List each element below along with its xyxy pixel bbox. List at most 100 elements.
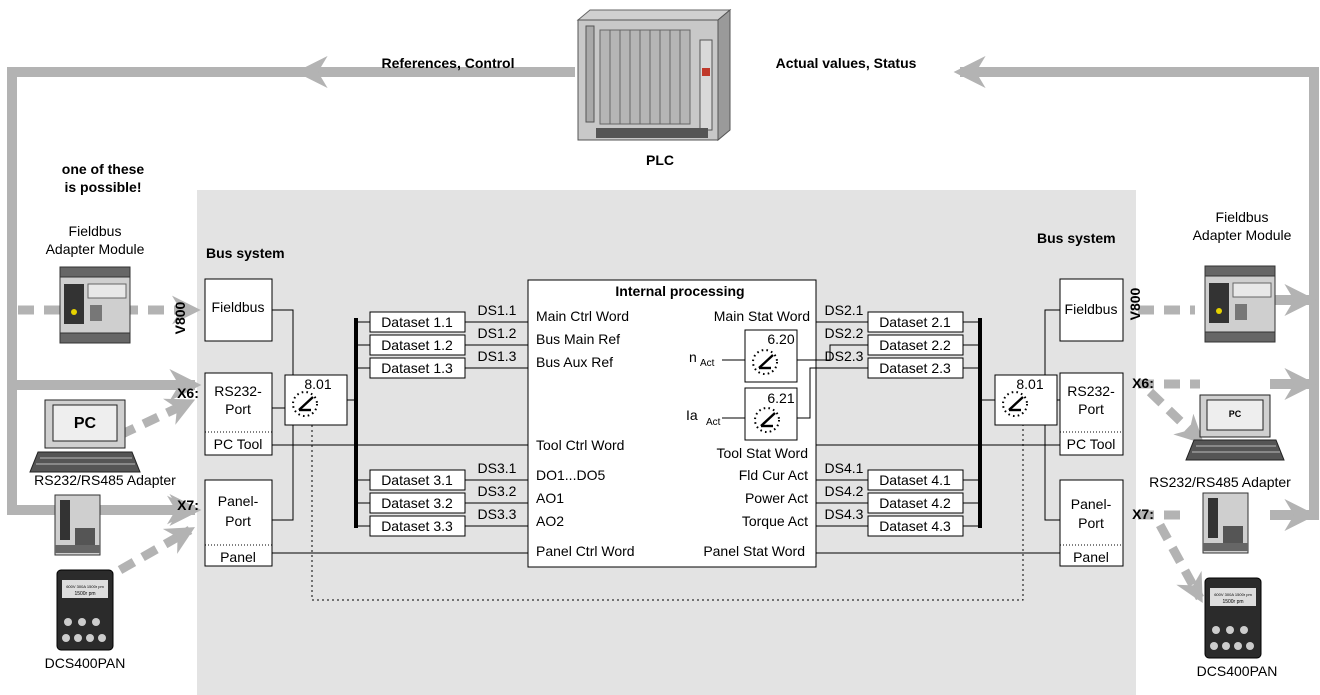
dataset-3-1: Dataset 3.1 <box>381 472 453 488</box>
signal-panel-stat-word: Panel Stat Word <box>703 543 805 559</box>
ds-2-3: DS2.3 <box>825 348 864 364</box>
left-rs232-line2: Port <box>225 401 251 417</box>
plc-rack-icon <box>576 8 732 142</box>
left-panel-display-line2: 1500r pm <box>74 591 95 597</box>
right-fieldbus-module-line1: Fieldbus <box>1216 209 1269 225</box>
right-bus-boxes <box>1059 278 1124 567</box>
ds-2-1: DS2.1 <box>825 302 864 318</box>
right-pc-tool: PC Tool <box>1067 436 1116 452</box>
ds-3-1: DS3.1 <box>478 460 517 476</box>
left-port-v800: V800 <box>172 301 188 334</box>
left-panel-port-line2: Port <box>225 513 251 529</box>
signal-fld-cur-act: Fld Cur Act <box>739 467 808 483</box>
dataset-2-1: Dataset 2.1 <box>879 314 951 330</box>
n-act-label: n <box>689 349 697 365</box>
right-rs232-line1: RS232- <box>1067 383 1115 399</box>
signal-main-stat-word: Main Stat Word <box>714 308 810 324</box>
signal-main-ctrl-word: Main Ctrl Word <box>536 308 629 324</box>
right-pc-label: PC <box>1229 409 1242 419</box>
left-fieldbus-box: Fieldbus <box>212 299 265 315</box>
right-bus-wires <box>816 309 1060 554</box>
dataset-2-3: Dataset 2.3 <box>879 360 951 376</box>
ds-2-2: DS2.2 <box>825 325 864 341</box>
n-act-sub: Act <box>700 358 715 369</box>
right-panel-display-line1: 600V 300A 1500r pm <box>1214 592 1252 597</box>
right-panel-port-line1: Panel- <box>1071 496 1112 512</box>
right-control-panel-icon <box>1204 577 1262 659</box>
left-rs-adapter-icon <box>54 494 101 556</box>
left-port-x6: X6: <box>177 385 199 401</box>
left-panel-name: DCS400PAN <box>45 655 126 671</box>
left-fieldbus-adapter-icon <box>59 266 131 344</box>
actual-values-status-label: Actual values, Status <box>776 55 917 71</box>
ds-4-1: DS4.1 <box>825 460 864 476</box>
right-adapter-label: RS232/RS485 Adapter <box>1149 474 1291 490</box>
signal-bus-aux-ref: Bus Aux Ref <box>536 354 613 370</box>
left-port-x7: X7: <box>177 497 199 513</box>
ds-1-1: DS1.1 <box>478 302 517 318</box>
ia-act-label: Ia <box>686 407 698 423</box>
signal-ao2: AO2 <box>536 513 564 529</box>
right-fieldbus-adapter-icon <box>1204 265 1276 343</box>
ds-1-3: DS1.3 <box>478 348 517 364</box>
left-rs232-line1: RS232- <box>214 383 262 399</box>
ia-act-sub: Act <box>706 417 721 428</box>
ds-3-3: DS3.3 <box>478 506 517 522</box>
plc-label: PLC <box>646 152 674 168</box>
right-fieldbus-box: Fieldbus <box>1065 301 1118 317</box>
right-selector-param: 8.01 <box>1016 376 1043 392</box>
left-selector-param: 8.01 <box>304 376 331 392</box>
dataset-4-1: Dataset 4.1 <box>879 472 951 488</box>
left-adapter-label: RS232/RS485 Adapter <box>34 472 176 488</box>
left-pc-label: PC <box>74 415 97 432</box>
ds-1-2: DS1.2 <box>478 325 517 341</box>
note-line2: is possible! <box>64 179 141 195</box>
right-panel-box: Panel <box>1073 549 1109 565</box>
left-pc-tool: PC Tool <box>214 436 263 452</box>
right-panel-display-line2: 1500r pm <box>1222 599 1243 605</box>
dataset-4-2: Dataset 4.2 <box>879 495 951 511</box>
dataset-3-2: Dataset 3.2 <box>381 495 453 511</box>
left-bus-wires <box>272 309 1024 601</box>
right-panel-port-line2: Port <box>1078 515 1104 531</box>
ds-4-3: DS4.3 <box>825 506 864 522</box>
left-datasets <box>356 311 528 537</box>
references-control-label: References, Control <box>381 55 514 71</box>
dataset-1-2: Dataset 1.2 <box>381 337 453 353</box>
right-port-x6: X6: <box>1132 375 1154 391</box>
dataset-3-3: Dataset 3.3 <box>381 518 453 534</box>
right-selector-box <box>994 374 1058 426</box>
left-fieldbus-module-line2: Adapter Module <box>46 241 145 257</box>
signal-tool-ctrl-word: Tool Ctrl Word <box>536 437 624 453</box>
internal-processing-title: Internal processing <box>615 283 744 299</box>
left-fieldbus-module-line1: Fieldbus <box>69 223 122 239</box>
ia-act-selector-box <box>744 387 798 441</box>
dataset-2-2: Dataset 2.2 <box>879 337 951 353</box>
signal-do1-do5: DO1...DO5 <box>536 467 605 483</box>
right-port-v800: V800 <box>1127 287 1143 320</box>
left-control-panel-icon <box>56 569 114 651</box>
left-selector-box <box>284 374 348 426</box>
right-fieldbus-module-line2: Adapter Module <box>1193 227 1292 243</box>
right-rs232-line2: Port <box>1078 401 1104 417</box>
ds-3-2: DS3.2 <box>478 483 517 499</box>
right-bus-system-title: Bus system <box>1037 230 1116 246</box>
note-line1: one of these <box>62 161 145 177</box>
dataset-1-1: Dataset 1.1 <box>381 314 453 330</box>
left-panel-box: Panel <box>220 549 256 565</box>
right-panel-name: DCS400PAN <box>1197 663 1278 679</box>
dataset-4-3: Dataset 4.3 <box>879 518 951 534</box>
signal-bus-main-ref: Bus Main Ref <box>536 331 620 347</box>
left-panel-port-line1: Panel- <box>218 493 259 509</box>
ds-4-2: DS4.2 <box>825 483 864 499</box>
right-port-x7: X7: <box>1132 506 1154 522</box>
right-rs-adapter-icon <box>1202 492 1249 554</box>
dataset-1-3: Dataset 1.3 <box>381 360 453 376</box>
right-laptop-icon <box>1185 394 1285 461</box>
signal-ao1: AO1 <box>536 490 564 506</box>
signal-power-act: Power Act <box>745 490 808 506</box>
left-laptop-icon <box>29 399 141 473</box>
right-dashed-arrows <box>1138 305 1205 604</box>
signal-tool-stat-word: Tool Stat Word <box>716 445 808 461</box>
